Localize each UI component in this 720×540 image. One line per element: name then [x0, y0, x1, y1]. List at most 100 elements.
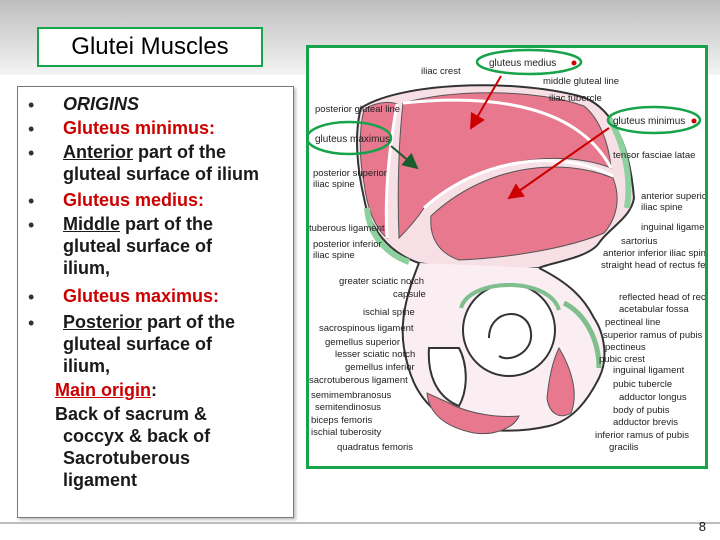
gluteus-medius-callout: gluteus medius	[489, 58, 556, 69]
main-origin-line2: coccyx & back of	[63, 426, 211, 446]
footer-rule	[0, 522, 720, 524]
label-gemellus-superior: gemellus superior	[325, 337, 400, 348]
gluteus-maximus-origin-line3: ilium,	[63, 356, 111, 376]
gluteus-minimus-origin: Anterior part of the	[63, 141, 226, 163]
label-sacrospinous-ligament: sacrospinous ligament	[319, 323, 414, 334]
main-origin-line1: Back of sacrum &	[55, 404, 208, 424]
label-inguinal-ligament-1: inguinal ligament	[641, 222, 705, 233]
label-semimembranosus: semimembranosus	[311, 390, 391, 401]
acetabular-fossa	[488, 313, 533, 360]
gluteus-medius-callout-ring	[475, 48, 583, 76]
ischial-muscles	[426, 392, 520, 435]
label-posterior-gluteal-line: posterior gluteal line	[315, 104, 400, 115]
gluteus-minimus-origin-line2: gluteal surface of ilium	[63, 164, 260, 184]
label-posterior-superior: posterior superior	[313, 168, 387, 179]
label-tuberous-ligament: tuberous ligament	[309, 223, 385, 234]
label-pectineal-line: pectineal line	[605, 317, 660, 328]
label-capsule: capsule	[393, 289, 426, 300]
gluteus-maximus-heading: Gluteus maximus:	[63, 286, 220, 306]
label-pubic-crest: pubic crest	[599, 354, 645, 365]
label-iliac-spine-3: iliac spine	[313, 250, 355, 261]
label-pubic-tubercle: pubic tubercle	[613, 379, 672, 390]
label-semitendinosus: semitendinosus	[315, 402, 381, 413]
gluteus-maximus-origin: Posterior part of the	[63, 311, 235, 333]
label-inguinal-ligament-2: inguinal ligament	[613, 365, 685, 376]
label-iliac-crest: iliac crest	[421, 66, 461, 77]
gluteus-medius-origin-line3: ilium,	[63, 258, 111, 278]
bullet: •	[28, 95, 35, 115]
gluteus-medius-heading: Gluteus medius:	[63, 190, 205, 210]
bullet: •	[28, 313, 35, 333]
page-number: 8	[698, 519, 706, 534]
label-gracilis: gracilis	[609, 442, 639, 453]
label-posterior-inferior: posterior inferior	[313, 239, 382, 250]
gluteus-medius-arrow	[470, 75, 502, 130]
text-fragment: part of the	[142, 312, 236, 332]
bullet: •	[28, 191, 35, 211]
pubic-ramus	[562, 300, 602, 369]
inferior-gluteal-line	[422, 159, 614, 210]
label-inferior-ramus-pubis: inferior ramus of pubis	[595, 430, 689, 441]
gluteus-minimus-callout: gluteus minimus	[613, 116, 685, 127]
label-sacrotuberous-ligament: sacrotuberous ligament	[309, 375, 408, 386]
label-lesser-sciatic-notch: lesser sciatic notch	[335, 349, 415, 360]
label-gemellus-inferior: gemellus inferior	[345, 362, 415, 373]
label-quadratus-femoris: quadratus femoris	[337, 442, 413, 453]
gluteus-maximus-arrow	[390, 145, 419, 170]
gluteus-medius-area	[397, 92, 612, 240]
label-greater-sciatic-notch: greater sciatic notch	[339, 276, 424, 287]
slide-title: Glutei Muscles	[37, 27, 263, 67]
label-biceps-femoris: biceps femoris	[311, 415, 372, 426]
gluteus-medius-dot	[571, 60, 577, 66]
main-origin-label: Main origin	[55, 380, 151, 400]
gluteus-minimus-callout-ring	[606, 105, 702, 135]
label-tensor-fasciae-latae: tensor fasciae latae	[613, 150, 695, 161]
gluteus-maximus-callout: gluteus maximus	[315, 134, 390, 145]
gluteus-maximus-origin-line2: gluteal surface of	[63, 334, 213, 354]
middle-term: Middle	[63, 214, 120, 234]
bullet: •	[28, 119, 35, 139]
label-body-of-pubis: body of pubis	[613, 405, 670, 416]
bullet: •	[28, 143, 35, 163]
gluteus-medius-origin-line2: gluteal surface of	[63, 236, 213, 256]
capsule-line	[459, 283, 561, 311]
label-superior-ramus-pubis: superior ramus of pubis	[603, 330, 703, 341]
main-origin-heading: Main origin:	[55, 379, 157, 401]
main-origin-line3: Sacrotuberous	[63, 448, 191, 468]
label-anterior-superior: anterior superior	[641, 191, 705, 202]
label-adductor-brevis: adductor brevis	[613, 417, 678, 428]
middle-gluteal-line	[402, 98, 613, 169]
label-sartorius: sartorius	[621, 236, 658, 247]
anterior-term: Anterior	[63, 142, 134, 162]
hip-bone-figure: iliac crest middle gluteal line iliac tu…	[306, 45, 708, 469]
label-iliac-spine-2: iliac spine	[641, 202, 683, 213]
hip-bone-illustration: iliac crest middle gluteal line iliac tu…	[309, 48, 705, 453]
label-ischial-tuberosity: ischial tuberosity	[311, 427, 381, 438]
text-fragment: part of the	[120, 214, 213, 234]
gluteus-minimus-heading: Gluteus minimus:	[63, 118, 216, 138]
text-fragment: :	[151, 380, 157, 400]
posterior-term: Posterior	[63, 312, 143, 332]
gluteus-minimus-arrow	[507, 127, 610, 200]
label-iliac-spine-1: iliac spine	[313, 179, 355, 190]
text-fragment: part of the	[133, 142, 227, 162]
piriformis-strip	[364, 207, 411, 265]
label-pectineus: pectineus	[605, 342, 646, 353]
gluteus-maximus-callout-ring	[309, 120, 393, 156]
figure-labels: iliac crest middle gluteal line iliac tu…	[309, 66, 705, 453]
origins-heading: ORIGINS	[63, 94, 140, 114]
posterior-gluteal-line	[384, 103, 399, 239]
bullet: •	[28, 215, 35, 235]
label-adductor-longus: adductor longus	[619, 392, 687, 403]
gluteus-medius-origin: Middle part of the	[63, 213, 213, 235]
label-straight-head: straight head of rectus femoris	[601, 260, 705, 271]
label-acetabular-fossa: acetabular fossa	[619, 304, 689, 315]
bullet: •	[28, 287, 35, 307]
gluteus-minimus-area	[430, 166, 618, 261]
origins-text-panel: • ORIGINS • Gluteus minimus: • Anterior …	[17, 86, 294, 518]
label-iliac-tubercle: iliac tubercle	[549, 93, 602, 104]
pubic-muscles	[546, 346, 575, 417]
label-reflected-head: reflected head of rectus femoris	[619, 292, 705, 303]
obturator-outline	[427, 347, 467, 408]
main-origin-line4: ligament	[63, 470, 138, 490]
